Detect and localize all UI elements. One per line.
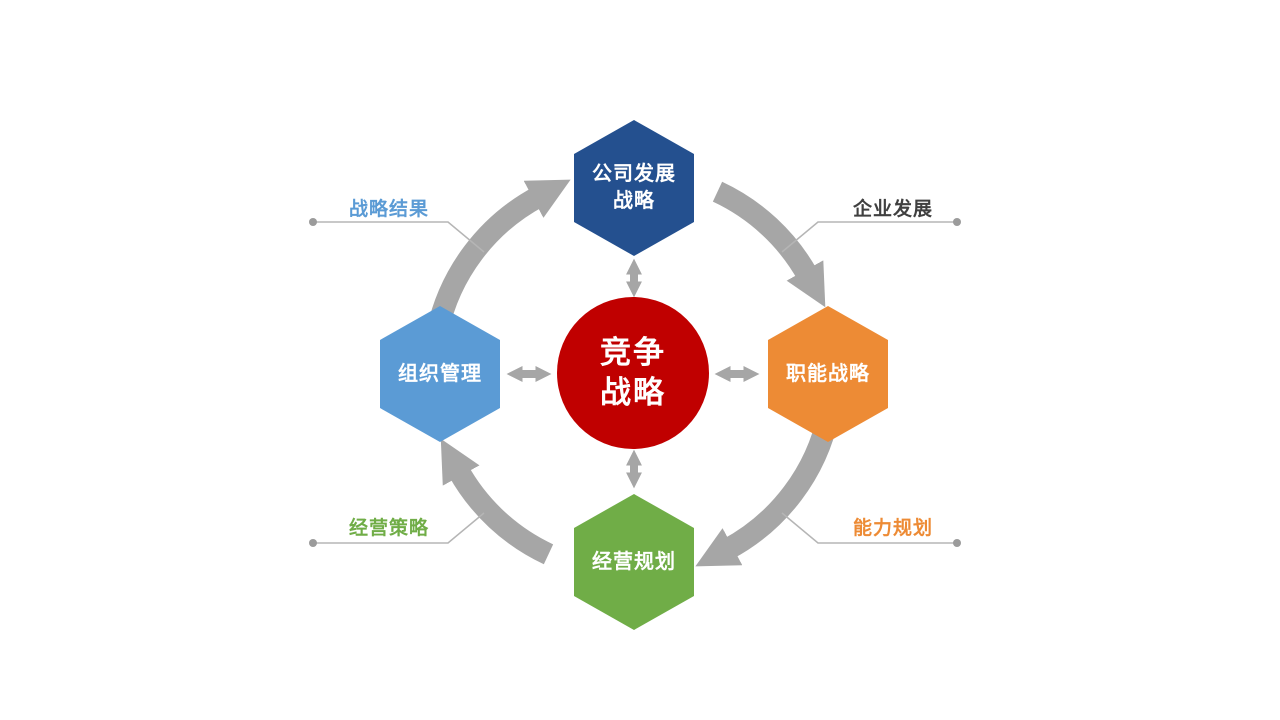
- node-top-line1: 公司发展: [592, 163, 676, 185]
- callout-dot-bottom-left: [309, 539, 317, 547]
- callout-label-business-tactics: 经营策略: [348, 518, 429, 539]
- callout-dot-top-right: [953, 218, 961, 226]
- callout-line-top-right: [781, 221, 957, 253]
- callout-dot-bottom-right: [953, 539, 961, 547]
- node-top-line2: 战略: [613, 190, 655, 212]
- node-operation-planning-label: 经营规划: [592, 550, 676, 573]
- cycle-arrow-bottom-to-left: [440, 438, 554, 565]
- node-competitive-strategy: 竞争 战略: [557, 297, 709, 449]
- node-competitive-strategy-label: 竞争 战略: [600, 333, 666, 413]
- center-line1: 竞争: [600, 335, 666, 370]
- callout-dot-top-left: [309, 218, 317, 226]
- callout-line-bottom-right: [781, 512, 957, 544]
- callout-label-capability-planning: 能力规划: [852, 518, 933, 539]
- callout-line-bottom-left: [313, 512, 485, 544]
- center-line2: 战略: [600, 375, 666, 410]
- node-company-development-label: 公司发展 战略: [592, 161, 676, 215]
- cycle-arrow-top-to-right: [712, 181, 826, 308]
- callout-line-top-left: [313, 221, 485, 253]
- node-organization-management-label: 组织管理: [398, 362, 482, 385]
- callout-label-enterprise-development: 企业发展: [852, 199, 933, 220]
- node-operation-planning: 经营规划: [574, 494, 694, 630]
- callout-label-strategy-result: 战略结果: [348, 199, 429, 220]
- node-functional-strategy-label: 职能战略: [786, 362, 870, 385]
- node-company-development-strategy: 公司发展 战略: [574, 120, 694, 256]
- cycle-arrow-right-to-bottom: [695, 412, 840, 567]
